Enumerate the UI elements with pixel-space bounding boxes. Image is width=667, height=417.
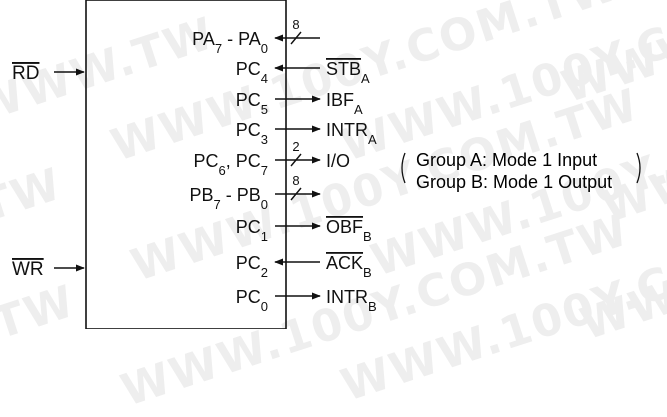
pin-name-pc2-part: 2 [261,265,268,280]
signal-pc67: I/O [326,151,350,171]
pin-name-pc67: PC6, PC7 [194,151,269,178]
pin-name-pc0: PC0 [236,287,268,314]
pin-name-pc67-part: 7 [261,163,268,178]
pin-name-pa-part: 7 [215,41,222,56]
pin-row-pa: PA7 - PA0 8 [192,17,320,56]
pin-name-pb-part: 7 [214,197,221,212]
pin-name-pc1-part: PC [236,217,261,237]
signal-pc2-part: B [363,265,372,280]
pin-name-pc3-part: 3 [261,132,268,147]
pin-name-pc1: PC1 [236,217,268,244]
signal-pc67-part: I/O [326,151,350,171]
input-wr-label: WR [12,259,44,280]
bus-width-pc67: 2 [292,139,299,154]
pin-name-pc1-part: 1 [261,229,268,244]
pin-name-pc67-part: 6 [219,163,226,178]
pin-name-pa-part: PA [192,29,215,49]
signal-pc0-part: B [368,299,377,314]
pin-name-pc0-part: PC [236,287,261,307]
pin-name-pa-part: - PA [222,29,261,49]
pin-name-pc5-part: PC [236,90,261,110]
left-brace [401,152,406,184]
bus-width-pa: 8 [292,17,299,32]
bus-slash-pa [290,31,302,45]
signal-pc4-part: A [361,71,370,86]
pin-row-pc2: PC2 ACKB [236,253,372,280]
signal-pc1-part: B [363,229,372,244]
pin-row-pc67: PC6, PC7 2I/O [194,139,351,178]
pin-row-pc3: PC3 INTRA [236,120,377,147]
bus-slash-pc67 [290,153,302,167]
pin-name-pc3-part: PC [236,120,261,140]
signal-pc3: INTRA [326,120,377,147]
signal-pc2: ACKB [326,253,372,280]
mode-note-line-b: Group B: Mode 1 Output [416,172,612,192]
pin-name-pc3: PC3 [236,120,268,147]
pin-name-pc67-part: , PC [226,151,261,171]
signal-pc3-part: A [368,132,377,147]
bus-width-pb: 8 [292,173,299,188]
pin-name-pc4-part: 4 [261,71,268,86]
signal-pc5: IBFA [326,90,363,117]
pin-name-pa-part: 0 [261,41,268,56]
pin-name-pb-part: PB [190,185,214,205]
mode-note-line-a: Group A: Mode 1 Input [416,150,597,170]
pin-name-pb: PB7 - PB0 [190,185,269,212]
control-inputs: RD WR [12,63,85,280]
pin-name-pc4-part: PC [236,59,261,79]
right-brace [636,152,641,184]
pin-row-pc1: PC1 OBFB [236,217,372,244]
pin-name-pa: PA7 - PA0 [192,29,268,56]
signal-pc2-part: ACK [326,253,363,273]
signal-pc5-part: A [354,102,363,117]
signal-pc1: OBFB [326,217,372,244]
mode-note: Group A: Mode 1 Input Group B: Mode 1 Ou… [401,150,641,192]
chip-block [85,0,287,329]
signal-pc4-part: STB [326,59,361,79]
pin-name-pc5-part: 5 [261,102,268,117]
pin-row-pc4: PC4 STBA [236,59,370,86]
pin-name-pc0-part: 0 [261,299,268,314]
signal-pc4: STBA [326,59,370,86]
pin-name-pc5: PC5 [236,90,268,117]
signal-pc3-part: INTR [326,120,368,140]
signal-pc0: INTRB [326,287,377,314]
pin-name-pb-part: - PB [221,185,261,205]
pin-name-pc4: PC4 [236,59,268,86]
pin-name-pc2-part: PC [236,253,261,273]
signal-pc0-part: INTR [326,287,368,307]
pin-name-pb-part: 0 [261,197,268,212]
bus-slash-pb [290,187,302,201]
input-rd-label: RD [12,63,39,84]
signal-pc1-part: OBF [326,217,363,237]
pin-row-pb: PB7 - PB0 8 [190,173,321,212]
pin-row-pc5: PC5 IBFA [236,90,363,117]
pin-name-pc2: PC2 [236,253,268,280]
pin-row-pc0: PC0 INTRB [236,287,377,314]
pin-name-pc67-part: PC [194,151,219,171]
signal-pc5-part: IBF [326,90,354,110]
